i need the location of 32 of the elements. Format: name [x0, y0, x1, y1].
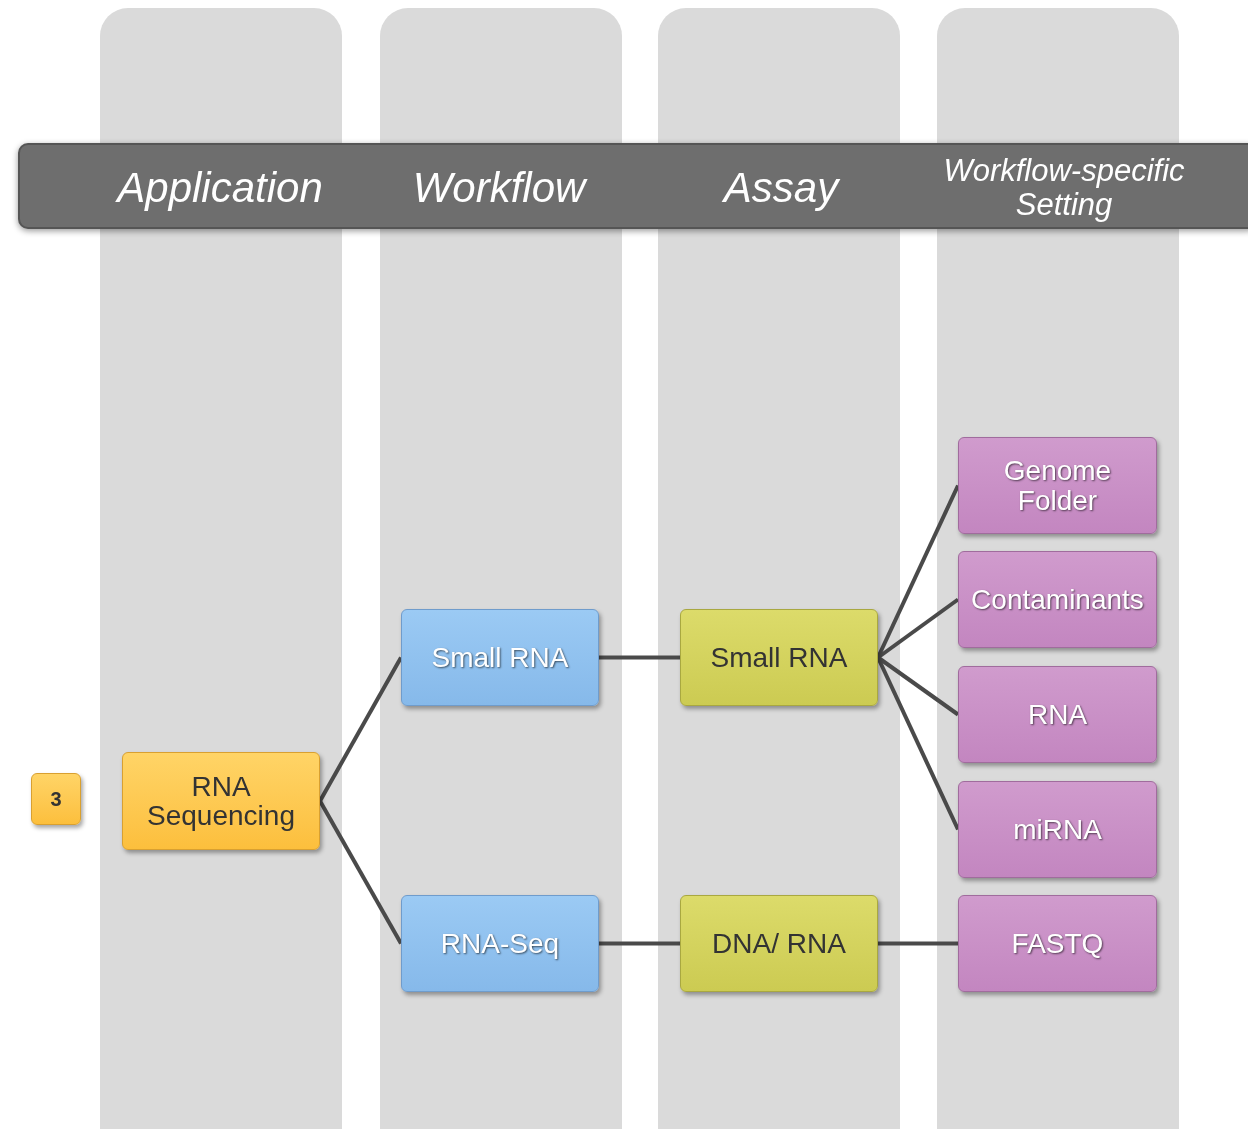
workflow-box — [401, 609, 599, 706]
setting-box — [958, 551, 1157, 648]
assay-box — [680, 609, 878, 706]
box-label: DNA/ RNA — [711, 928, 847, 959]
column-heading: Workflow — [412, 164, 586, 212]
box-label: 3 — [49, 788, 63, 810]
box-label: miRNA — [1012, 814, 1103, 845]
setting-box — [958, 437, 1157, 534]
column-heading: Application — [117, 164, 323, 212]
box-label: FASTQ — [1010, 928, 1105, 959]
column-heading: Assay — [723, 164, 839, 212]
box-label: Small RNA — [430, 642, 570, 673]
connector-line — [599, 941, 680, 946]
connector-line — [318, 800, 403, 945]
box-label: Small RNA — [709, 642, 849, 673]
setting-box — [958, 895, 1157, 992]
header-band — [18, 143, 1248, 229]
connector-line — [878, 941, 958, 946]
box-label: Genome Folder — [1002, 456, 1113, 515]
connector-line — [599, 655, 680, 660]
application-box — [122, 752, 320, 850]
setting-box — [958, 666, 1157, 763]
setting-box — [958, 781, 1157, 878]
workflow-box — [401, 895, 599, 992]
step-badge — [31, 773, 81, 825]
box-label: RNA — [1026, 699, 1089, 730]
box-label: Contaminants — [970, 584, 1145, 615]
box-label: RNA Sequencing — [146, 771, 296, 831]
box-label: RNA-Seq — [439, 928, 561, 959]
assay-box — [680, 895, 878, 992]
column-heading: Workflow-specific Setting — [942, 153, 1186, 223]
connector-line — [318, 656, 403, 802]
